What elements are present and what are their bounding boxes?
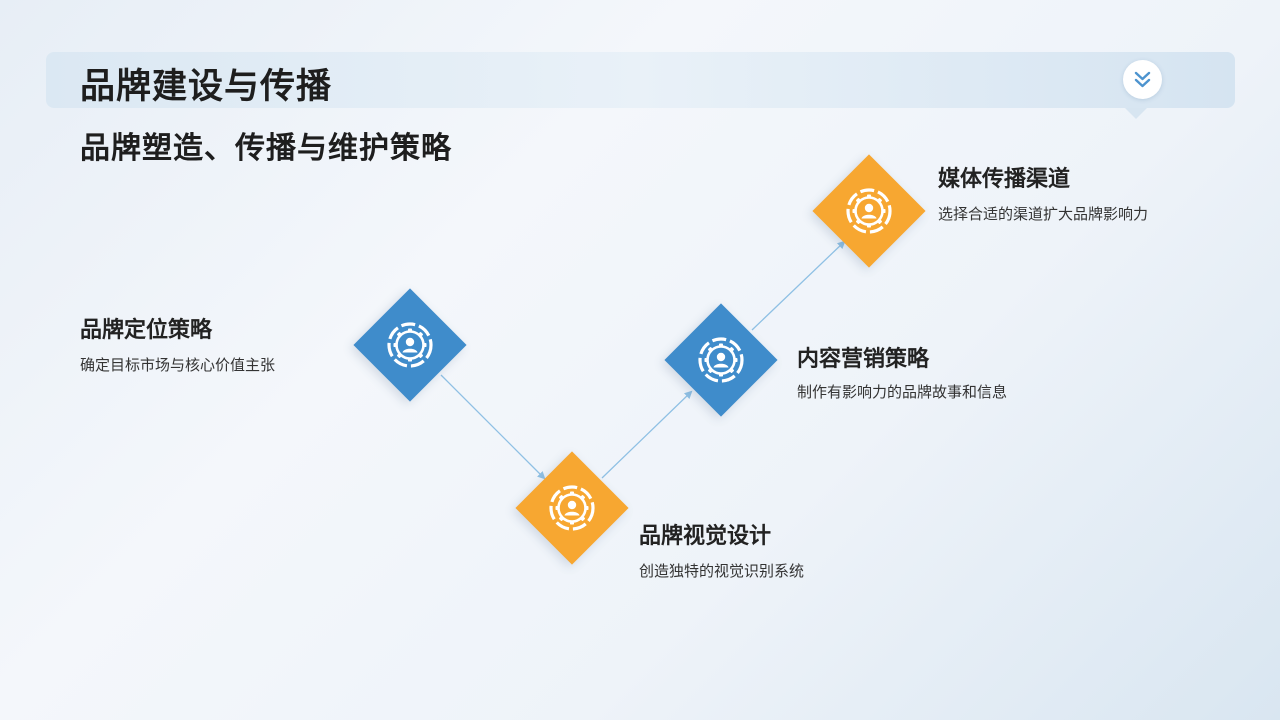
- gear-user-icon: [695, 334, 747, 386]
- step-desc: 确定目标市场与核心价值主张: [80, 356, 276, 374]
- step-desc: 选择合适的渠道扩大品牌影响力: [938, 205, 1149, 223]
- gear-user-icon: [546, 482, 598, 534]
- connector-2-3: [601, 390, 693, 479]
- step-title: 品牌视觉设计: [639, 524, 772, 549]
- step-title: 品牌定位策略: [80, 318, 213, 343]
- step-title: 媒体传播渠道: [938, 167, 1071, 192]
- step-desc: 制作有影响力的品牌故事和信息: [797, 383, 1008, 401]
- subtitle: 品牌塑造、传播与维护策略: [80, 131, 452, 166]
- gear-user-icon: [843, 185, 895, 237]
- gear-user-icon: [384, 319, 436, 371]
- step-title: 内容营销策略: [797, 347, 930, 372]
- step-desc: 创造独特的视觉识别系统: [639, 562, 805, 580]
- connector-3-4: [751, 240, 846, 331]
- connector-1-2: [440, 374, 546, 480]
- page-title: 品牌建设与传播: [80, 67, 333, 107]
- scroll-down-button[interactable]: [1123, 60, 1162, 99]
- title-bar-notch: [1125, 108, 1147, 119]
- double-chevron-down-icon: [1134, 71, 1151, 88]
- title-bar: [46, 52, 1235, 119]
